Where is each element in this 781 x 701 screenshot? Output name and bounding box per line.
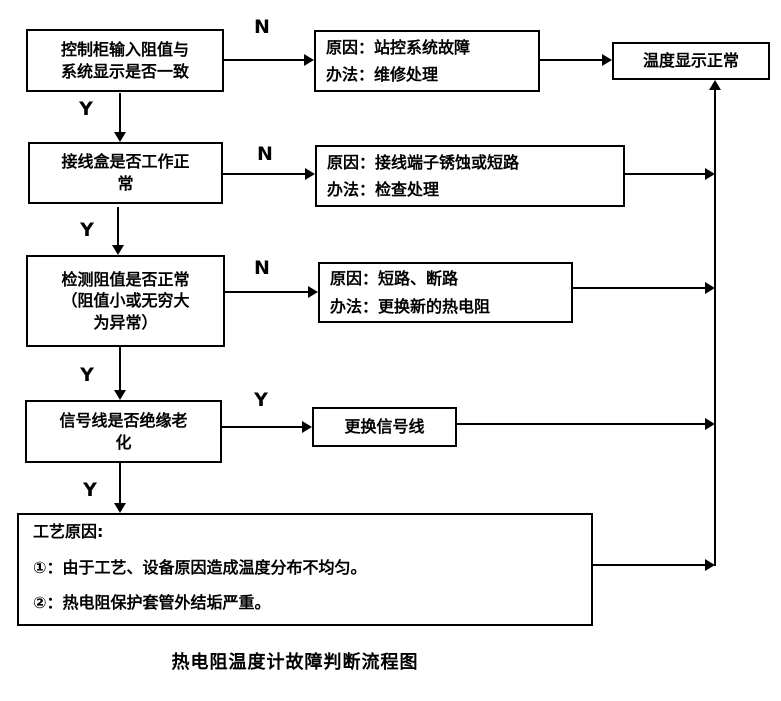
edge-label-yes-1: Y (79, 98, 93, 120)
edge-c1-terminal-arrowhead-icon (602, 54, 612, 66)
edge-c2-collector-arrowhead-icon (705, 168, 715, 180)
method-line: 办法：更换新的热电阻 (330, 296, 491, 316)
process-cause-item-1: ①：由于工艺、设备原因造成温度分布不均匀。 (33, 557, 367, 577)
flowchart-caption: 热电阻温度计故障判断流程图 (171, 652, 419, 673)
decision-box-junction-box: 接线盒是否工作正 常 (28, 142, 223, 204)
decision-box-signal-line: 信号线是否绝缘老 化 (25, 400, 222, 463)
edge-d4-process-arrowhead-icon (114, 503, 126, 513)
edge-d2-d3-line (117, 207, 119, 247)
edge-c3-collector-arrowhead-icon (705, 282, 715, 294)
cause-line: 原因：短路、断路 (330, 269, 459, 289)
process-cause-title: 工艺原因: (33, 522, 104, 541)
edge-process-collector-line (593, 564, 707, 566)
collector-line (714, 86, 716, 566)
cause-box-short-open-circuit: 原因：短路、断路 办法：更换新的热电阻 (318, 262, 573, 323)
edge-d1-c1-line (224, 59, 306, 61)
edge-action-collector-line (457, 423, 707, 425)
edge-c1-terminal-line (540, 59, 604, 61)
edge-d3-d4-line (119, 347, 121, 392)
method-line: 办法：检查处理 (327, 180, 440, 199)
collector-terminal-arrowhead-icon (709, 80, 721, 90)
cause-line: 原因：接线端子锈蚀或短路 (327, 152, 520, 172)
edge-label-yes-2: Y (80, 219, 94, 241)
decision-box-control-cabinet: 控制柜输入阻值与 系统显示是否一致 (26, 29, 224, 92)
edge-label-yes-4: Y (254, 389, 268, 411)
terminal-box-temperature-normal: 温度显示正常 (612, 42, 770, 80)
method-line: 办法：维修处理 (326, 65, 439, 84)
edge-d3-c3-line (225, 291, 310, 293)
edge-d3-c3-arrowhead-icon (308, 286, 318, 298)
cause-box-station-control: 原因：站控系统故障 办法：维修处理 (314, 30, 540, 92)
edge-d2-c2-line (223, 173, 307, 175)
edge-label-no-3: N (254, 257, 270, 279)
edge-label-yes-5: Y (83, 479, 97, 501)
edge-d2-d3-arrowhead-icon (112, 245, 124, 255)
decision-box-resistance-check: 检测阻值是否正常 （阻值小或无穷大 为异常） (26, 255, 225, 347)
edge-c3-collector-line (573, 287, 707, 289)
edge-d4-action-arrowhead-icon (302, 421, 312, 433)
process-cause-item-2: ②：热电阻保护套管外结垢严重。 (33, 593, 271, 613)
edge-d1-d2-line (119, 93, 121, 134)
edge-d4-process-line (119, 463, 121, 505)
edge-label-no-2: N (257, 143, 273, 165)
edge-d2-c2-arrowhead-icon (305, 168, 315, 180)
edge-d4-action-line (222, 426, 304, 428)
edge-process-collector-arrowhead-icon (705, 559, 715, 571)
cause-box-terminal-corrosion: 原因：接线端子锈蚀或短路 办法：检查处理 (315, 145, 625, 207)
edge-c2-collector-line (625, 173, 707, 175)
edge-action-collector-arrowhead-icon (705, 418, 715, 430)
edge-d1-c1-arrowhead-icon (304, 54, 314, 66)
edge-label-yes-3: Y (80, 364, 94, 386)
action-box-replace-signal-line: 更换信号线 (312, 407, 457, 447)
edge-d3-d4-arrowhead-icon (114, 390, 126, 400)
edge-label-no-1: N (254, 16, 270, 38)
edge-d1-d2-arrowhead-icon (114, 132, 126, 142)
cause-line: 原因：站控系统故障 (326, 37, 471, 57)
process-cause-box: 工艺原因: ①：由于工艺、设备原因造成温度分布不均匀。 ②：热电阻保护套管外结垢… (17, 513, 593, 626)
